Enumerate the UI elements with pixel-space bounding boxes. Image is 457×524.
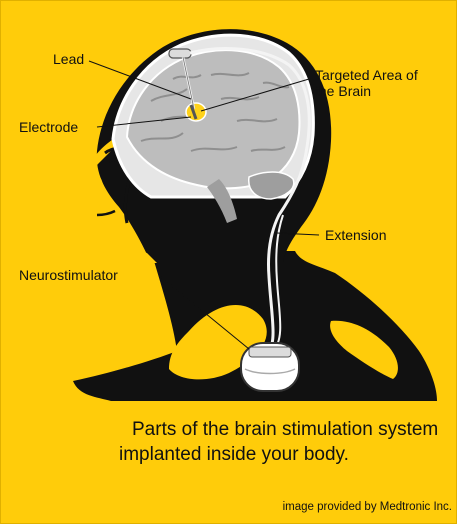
label-targeted-area-line2: the Brain (315, 83, 418, 99)
label-extension: Extension (325, 227, 386, 243)
caption: Parts of the brain stimulation system im… (119, 417, 455, 467)
mouth (97, 211, 115, 215)
burr-hole-cap (169, 49, 191, 58)
label-electrode: Electrode (19, 119, 78, 135)
label-neurostimulator: Neurostimulator (19, 267, 118, 283)
label-lead: Lead (53, 51, 84, 67)
caption-line-1: Parts of the brain stimulation system (119, 417, 455, 442)
label-targeted-area-line1: Targeted Area of (315, 67, 418, 83)
neurostimulator-header (249, 347, 291, 357)
caption-line-2: implanted inside your body. (119, 442, 455, 467)
image-credit: image provided by Medtronic Inc. (283, 501, 452, 513)
label-targeted-area: Targeted Area of the Brain (315, 67, 418, 99)
